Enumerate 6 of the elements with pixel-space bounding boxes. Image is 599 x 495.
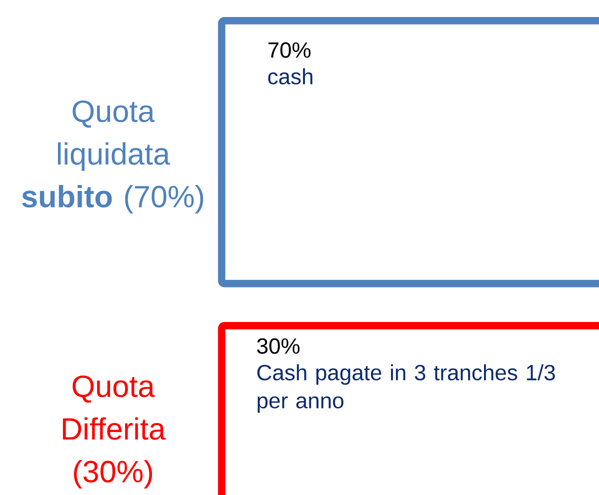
box-text: 30% [257, 338, 300, 354]
box-text: Cash pagate in 3 tranches 1/3 per anno [257, 364, 555, 413]
box-text: 70% [268, 42, 311, 58]
side-heading: Quota Differita (30%) [62, 375, 166, 489]
box-text: cash [268, 68, 312, 84]
side-heading: Quota liquidata subito (70%) [22, 100, 204, 214]
